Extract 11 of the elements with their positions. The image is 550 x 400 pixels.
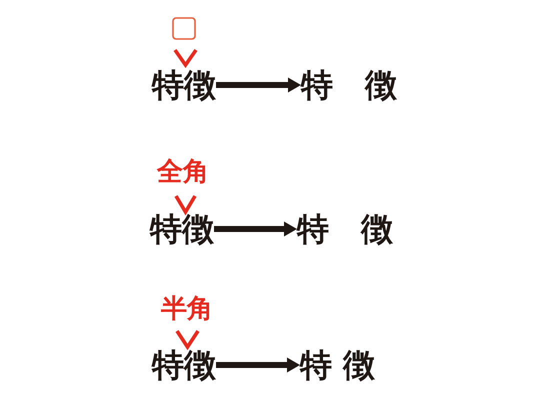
word-text: 特徴 [152,69,216,101]
arrow [214,222,297,236]
spaced-word-text: 特 徴 [297,213,393,245]
arrow [216,358,300,372]
word-text: 特徴 [150,213,214,245]
word-text: 特徴 [152,349,216,381]
spaced-word-text: 特 徴 [301,69,397,101]
spaced-word-text: 特 徴 [300,349,376,381]
arrow [216,78,301,92]
width-label: 全角 [157,159,209,185]
width-label: 半角 [161,296,213,322]
